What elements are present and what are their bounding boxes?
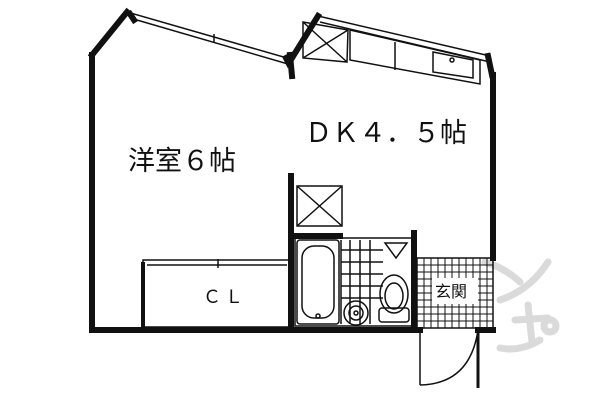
western-room-label: 洋室６帖 [128,146,236,177]
toilet-bowl [379,274,409,314]
storage-cabinet [296,185,343,227]
toilet-tank [383,242,409,260]
windows [126,11,491,65]
right-window-outer [317,15,491,57]
left-window-inner [129,17,289,65]
entrance-label: 玄関 [435,282,467,301]
upper-left-diagonal-wall [87,7,132,60]
unit-bath [294,237,414,327]
center-jamb-diagonal [287,11,323,63]
dk-room-label: ＤＫ４．５帖 [305,118,467,149]
outer-walls [87,7,496,333]
entrance-door[interactable] [419,329,480,388]
bathtub [296,239,340,325]
kitchen-sink [432,51,474,79]
watermark-logo [481,258,560,353]
kitchen-counter [302,21,481,85]
closet [141,259,290,328]
closet-label: ＣＬ [203,287,247,308]
washbasin [343,300,369,326]
left-window-outer [126,11,288,59]
